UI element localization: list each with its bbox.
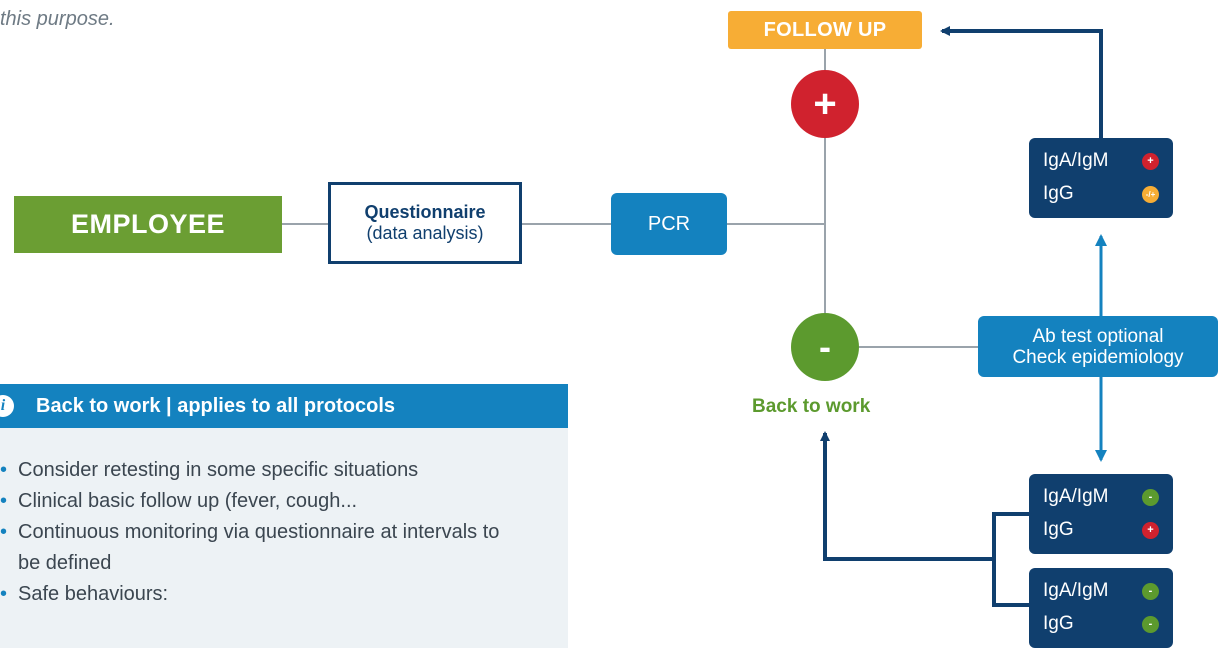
result-box-back-to-work-2: IgA/IgM - IgG -: [1029, 568, 1173, 648]
back-to-work-return-arrow: [820, 431, 994, 561]
employee-box: EMPLOYEE: [14, 196, 282, 253]
info-panel-header: i Back to work | applies to all protocol…: [0, 384, 568, 428]
positive-result-circle: +: [791, 70, 859, 138]
back-to-work-info-panel: i Back to work | applies to all protocol…: [0, 384, 568, 648]
uncertain-dot: -/+: [1142, 186, 1159, 203]
result-box-followup: IgA/IgM + IgG -/+: [1029, 138, 1173, 218]
list-item: •Safe behaviours:: [0, 579, 538, 610]
pcr-box: PCR: [611, 193, 727, 255]
info-panel-title: Back to work | applies to all protocols: [36, 395, 396, 417]
followup-return-arrow: [940, 26, 1103, 138]
info-panel-list: •Consider retesting in some specific sit…: [0, 455, 538, 610]
back-to-work-label: Back to work: [752, 396, 871, 417]
questionnaire-box: Questionnaire (data analysis): [328, 182, 522, 264]
negative-dot: -: [1142, 616, 1159, 633]
questionnaire-title: Questionnaire: [364, 202, 486, 222]
info-icon: i: [0, 395, 14, 417]
positive-dot: +: [1142, 153, 1159, 170]
bullet-icon: •: [0, 521, 8, 543]
ab-test-box: Ab test optional Check epidemiology: [978, 316, 1218, 377]
bullet-icon: •: [0, 459, 8, 481]
questionnaire-subtitle: (data analysis): [366, 223, 484, 243]
negative-dot: -: [1142, 583, 1159, 600]
negative-result-circle: -: [791, 313, 859, 381]
intro-text: this purpose.: [0, 8, 115, 30]
positive-dot: +: [1142, 522, 1159, 539]
follow-up-box: FOLLOW UP: [728, 11, 922, 49]
list-item: •Clinical basic follow up (fever, cough.…: [0, 486, 538, 517]
antibody-label: IgA/IgM: [1043, 580, 1109, 601]
antibody-label: IgA/IgM: [1043, 150, 1109, 171]
antibody-label: IgG: [1043, 519, 1074, 540]
ab-test-line1: Ab test optional: [1032, 325, 1164, 347]
ab-test-line2: Check epidemiology: [1012, 346, 1184, 368]
antibody-label: IgG: [1043, 613, 1074, 634]
result-box-back-to-work-1: IgA/IgM - IgG +: [1029, 474, 1173, 554]
antibody-label: IgA/IgM: [1043, 486, 1109, 507]
list-item: •Consider retesting in some specific sit…: [0, 455, 538, 486]
results-bracket: [992, 512, 1029, 607]
list-item: •Continuous monitoring via questionnaire…: [0, 517, 538, 579]
negative-dot: -: [1142, 489, 1159, 506]
bullet-icon: •: [0, 583, 8, 605]
bullet-icon: •: [0, 490, 8, 512]
antibody-label: IgG: [1043, 183, 1074, 204]
